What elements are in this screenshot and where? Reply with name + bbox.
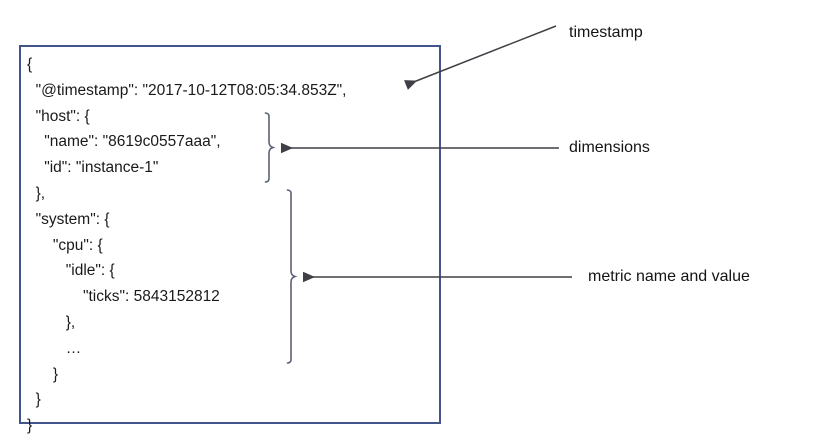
json-document-box bbox=[19, 45, 441, 424]
json-document-text: { "@timestamp": "2017-10-12T08:05:34.853… bbox=[27, 56, 347, 435]
callout-label-metric: metric name and value bbox=[588, 268, 750, 285]
callout-label-timestamp: timestamp bbox=[569, 24, 643, 41]
callout-label-dimensions: dimensions bbox=[569, 139, 650, 156]
